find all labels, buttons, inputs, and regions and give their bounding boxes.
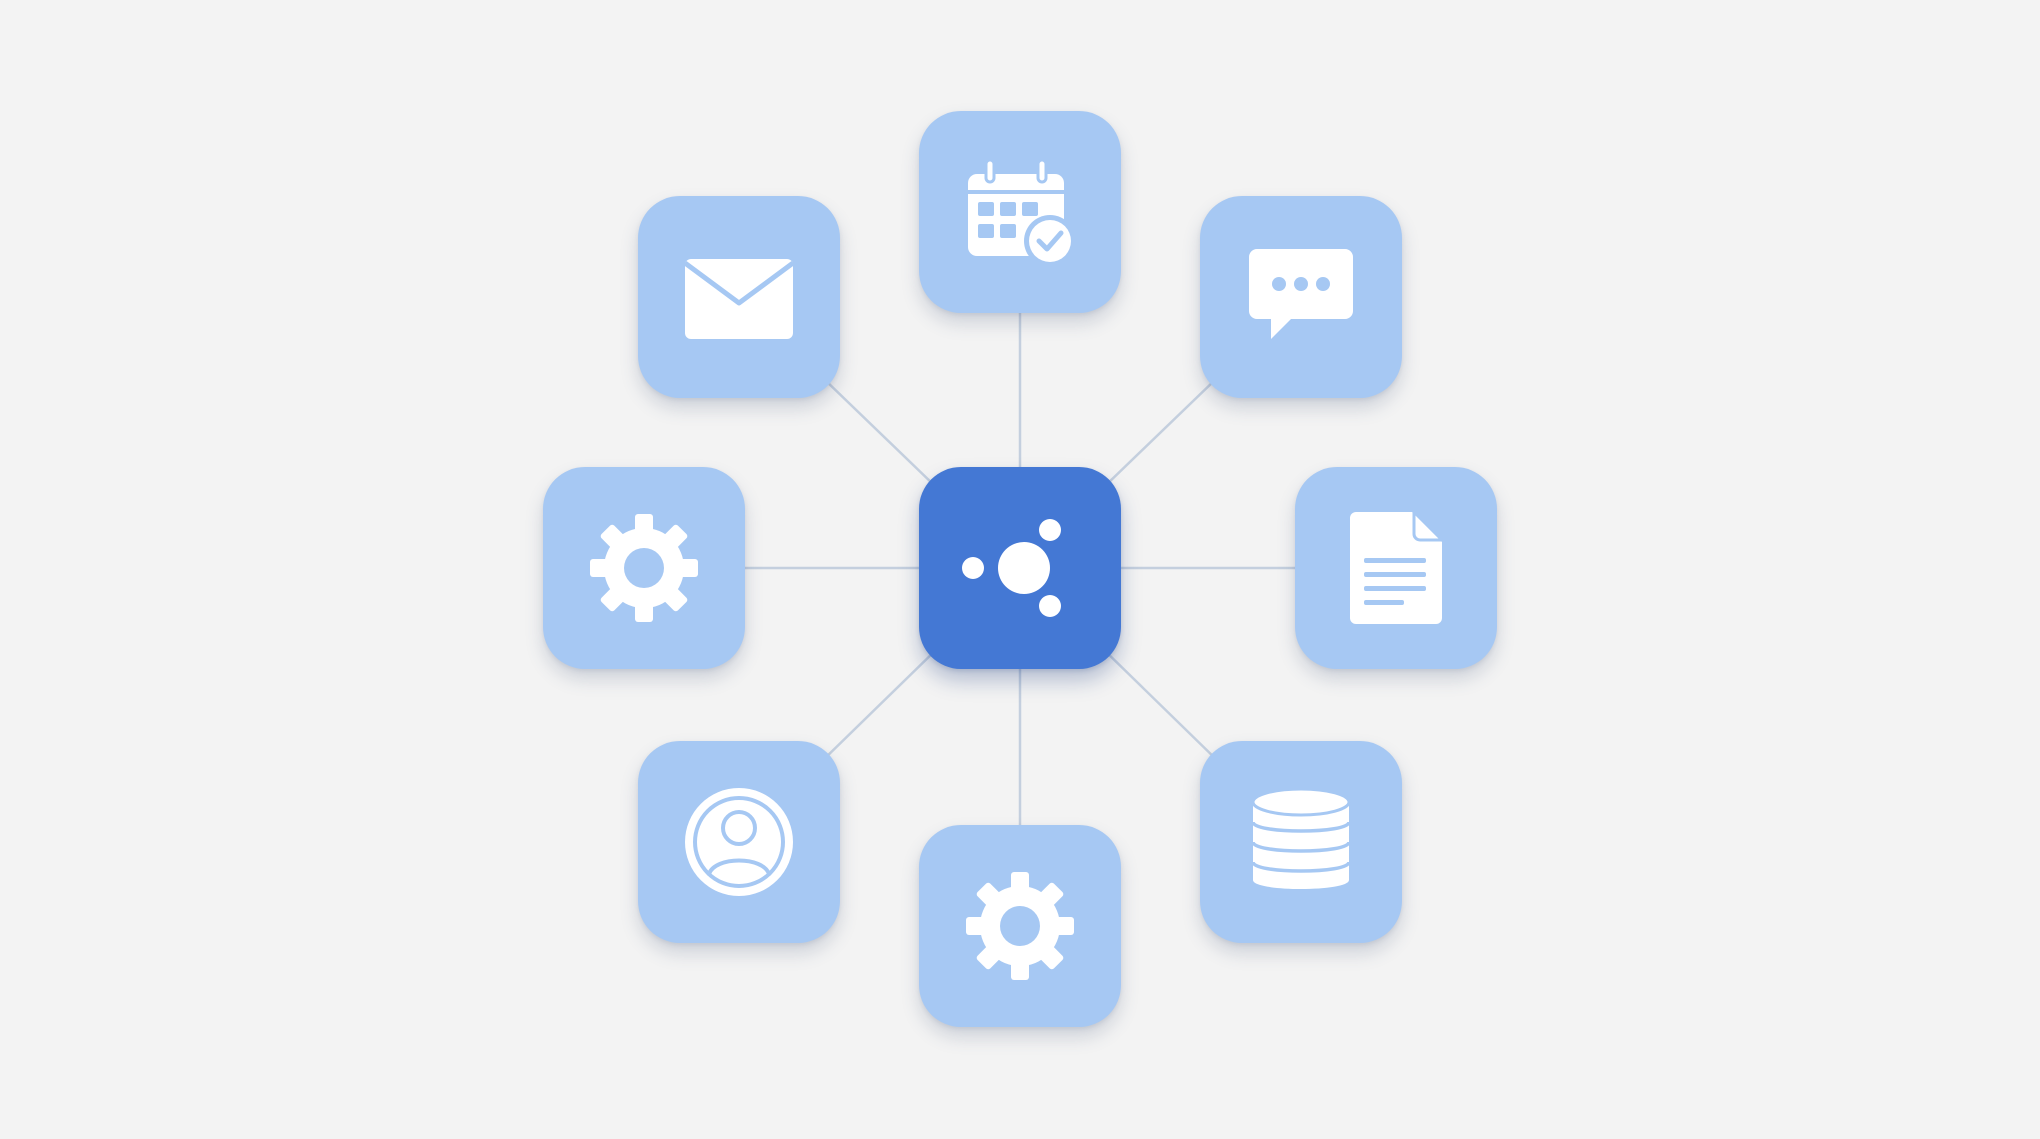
database-icon — [1251, 787, 1351, 889]
gear-icon — [590, 514, 698, 622]
gear-icon — [966, 872, 1074, 980]
document-tile[interactable] — [1295, 467, 1497, 669]
settings-tile-left[interactable] — [543, 467, 745, 669]
envelope-icon — [683, 259, 795, 339]
network-nodes-icon — [962, 519, 1061, 617]
settings-tile-bottom[interactable] — [919, 825, 1121, 1027]
user-avatar-icon — [685, 788, 793, 896]
hub-tile[interactable] — [919, 467, 1121, 669]
document-icon — [1350, 508, 1446, 624]
chat-bubble-icon — [1249, 249, 1353, 339]
calendar-check-icon — [968, 158, 1076, 267]
database-tile[interactable] — [1200, 741, 1402, 943]
mail-tile[interactable] — [638, 196, 840, 398]
chat-tile[interactable] — [1200, 196, 1402, 398]
calendar-tile[interactable] — [919, 111, 1121, 313]
user-tile[interactable] — [638, 741, 840, 943]
